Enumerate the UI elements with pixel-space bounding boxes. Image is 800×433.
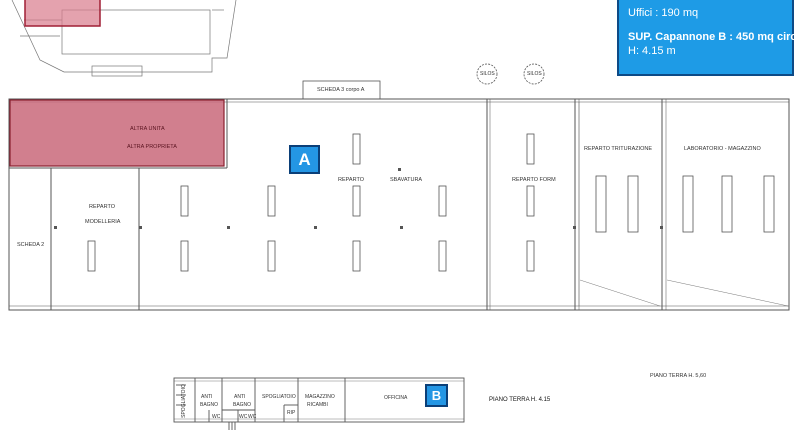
label-reparto-sbavatura-1: REPARTO	[338, 177, 364, 183]
badge-b: B	[425, 384, 448, 407]
label-piano-terra-b: PIANO TERRA H. 4.15	[489, 397, 551, 403]
label-magazzino-2: RICAMBI	[307, 402, 328, 408]
building-b	[173, 377, 465, 430]
other-property-area	[9, 99, 225, 167]
label-reparto-sbavatura-2: SBAVATURA	[390, 177, 423, 183]
info-uffici: Uffici : 190 mq	[628, 7, 699, 19]
label-anti-bagno-2b: BAGNO	[233, 402, 252, 408]
label-reparto-modelleria-2: MODELLERIA	[85, 219, 121, 225]
main-building	[8, 98, 790, 311]
label-anti-bagno-2a: ANTI	[234, 394, 246, 400]
label-silo-1: SILOS	[480, 71, 495, 77]
label-altra-proprieta: ALTRA PROPRIETA	[127, 144, 177, 150]
info-box: Uffici : 190 mq SUP. Capannone B : 450 m…	[617, 0, 800, 76]
label-spogliatoio-2: SPOGLIATOIO	[262, 394, 296, 400]
info-capannone: SUP. Capannone B : 450 mq circa	[628, 31, 800, 43]
label-altra-unita: ALTRA UNITA	[130, 126, 165, 132]
label-reparto-modelleria-1: REPARTO	[89, 204, 115, 210]
label-scheda3: SCHEDA 3 corpo A	[317, 87, 365, 93]
label-anti-bagno-1a: ANTI	[201, 394, 213, 400]
site-other-property	[24, 0, 101, 27]
pillar-dots	[54, 168, 663, 229]
label-anti-bagno-1b: BAGNO	[200, 402, 219, 408]
label-wc-2: WC	[239, 414, 248, 420]
label-piano-terra-main: PIANO TERRA H. 5,60	[650, 373, 707, 379]
label-wc-1: WC	[212, 414, 221, 420]
label-laboratorio: LABORATORIO - MAGAZZINO	[684, 146, 761, 152]
label-rip: RIP	[287, 410, 296, 416]
label-silo-2: SILOS	[527, 71, 542, 77]
label-reparto-form: REPARTO FORM	[512, 177, 556, 183]
info-height: H: 4.15 m	[628, 45, 676, 57]
label-wc-3: WC	[248, 414, 257, 420]
badge-a: A	[289, 145, 320, 174]
label-scheda2: SCHEDA 2	[17, 242, 45, 248]
label-spogliatoio-1: SPOGLIATOIO	[180, 384, 187, 418]
label-magazzino-1: MAGAZZINO	[305, 394, 335, 400]
silo-2	[523, 63, 545, 85]
silo-1	[476, 63, 498, 85]
label-reparto-triturazione: REPARTO TRITURAZIONE	[584, 146, 653, 152]
label-officina: OFFICINA	[384, 395, 408, 401]
columns	[87, 133, 775, 272]
